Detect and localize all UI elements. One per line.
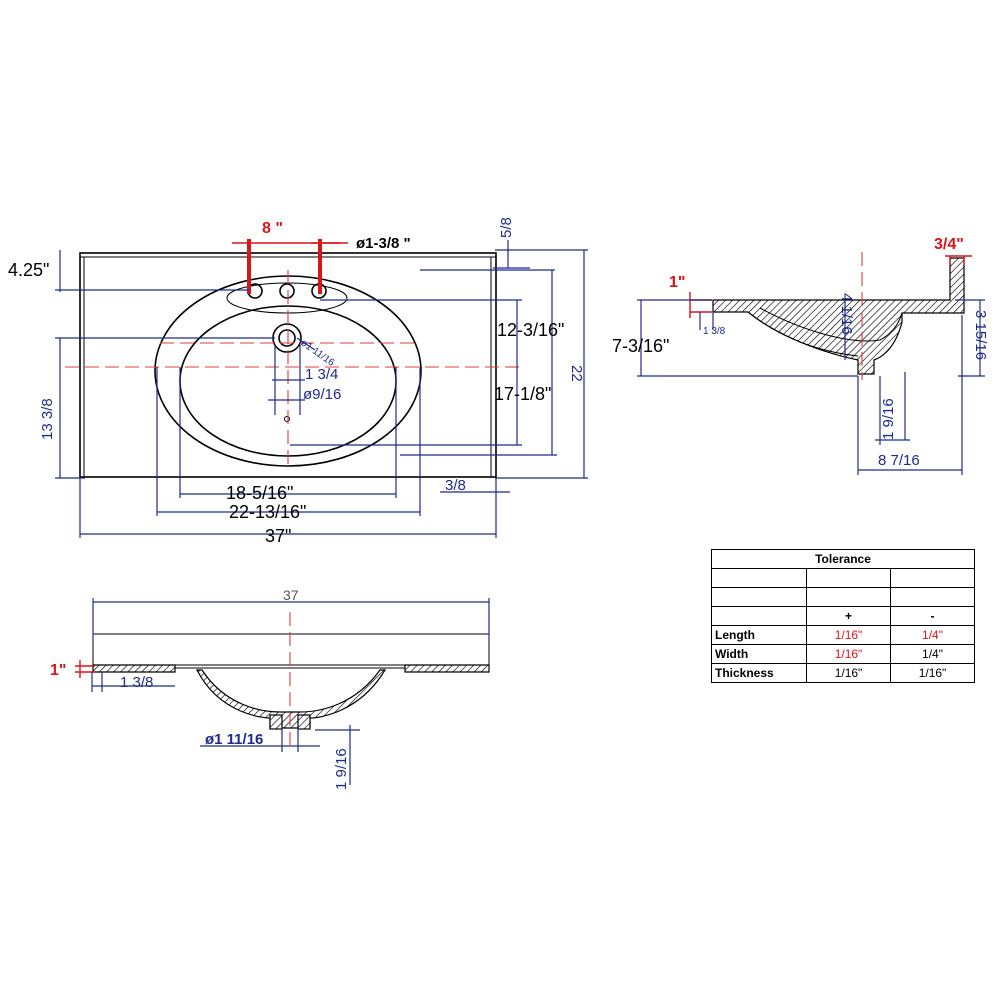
bowl-depth-label: 17-1/8" bbox=[494, 384, 551, 404]
tolerance-minus-header: - bbox=[890, 606, 975, 626]
front-thickness-label: 1" bbox=[50, 662, 66, 679]
side-bowl-depth-label: 4 1/16 bbox=[838, 293, 855, 335]
table-row: Thickness 1/16" 1/16" bbox=[711, 663, 975, 683]
front-top-slab bbox=[92, 633, 490, 666]
tolerance-plus-value: 1/16" bbox=[806, 625, 891, 645]
front-lip-label: 1 3/8 bbox=[120, 674, 153, 691]
table-row: Length 1/16" 1/4" bbox=[711, 625, 975, 645]
tolerance-minus-value: 1/4" bbox=[890, 625, 975, 645]
faucet-deck bbox=[226, 282, 348, 314]
side-drain-len-label: 1 9/16 bbox=[880, 398, 897, 440]
front-drain-len-label: 1 9/16 bbox=[333, 748, 350, 790]
overall-depth-label: 22 bbox=[568, 365, 585, 382]
backsplash-thickness-label: 3/4" bbox=[934, 236, 964, 253]
front-lip-left bbox=[92, 664, 176, 673]
overflow-dia-label: ø9/16 bbox=[303, 386, 341, 403]
tolerance-row-label: Thickness bbox=[711, 663, 807, 683]
front-view: 37 1" 1 3/8 ø1 11/16 1 9/16 bbox=[50, 587, 490, 790]
top-view: 8 " ø1-3/8 " 4.25" 5/8 12-3/16" 17-1/8" … bbox=[8, 217, 588, 546]
tolerance-plus-value: 1/16" bbox=[806, 663, 891, 683]
tolerance-minus-value: 1/4" bbox=[890, 644, 975, 664]
side-lip-label: 1 3/8 bbox=[703, 326, 726, 337]
drain-hole-outer bbox=[272, 323, 302, 353]
drain-dia-label: ø1 11/16 bbox=[298, 337, 336, 368]
drain-hole-inner bbox=[278, 329, 296, 347]
tolerance-minus-value: 1/16" bbox=[890, 663, 975, 683]
front-drain-dia-label: ø1 11/16 bbox=[205, 731, 263, 748]
left-depth-label: 13 3/8 bbox=[39, 398, 56, 440]
side-edge-label: 3/8 bbox=[445, 477, 466, 494]
front-lip-right bbox=[404, 664, 490, 673]
side-drain-width-label: 8 7/16 bbox=[878, 452, 920, 469]
tolerance-plus-value: 1/16" bbox=[806, 644, 891, 664]
bowl-width-label: 18-5/16" bbox=[226, 483, 293, 503]
backsplash-offset-label: 4.25" bbox=[8, 260, 49, 280]
overall-width-label: 37" bbox=[265, 526, 291, 546]
front-width-label: 37 bbox=[283, 587, 299, 603]
tolerance-table: Tolerance + - Length 1/16" 1/4" Width 1/… bbox=[711, 549, 975, 683]
tolerance-row-label: Length bbox=[711, 625, 807, 645]
bowl-outer-width-label: 22-13/16" bbox=[229, 502, 306, 522]
overflow-hole bbox=[284, 416, 290, 422]
drain-offset-label: 1 3/4 bbox=[305, 366, 338, 383]
tolerance-title: Tolerance bbox=[711, 549, 975, 569]
side-height-label: 7-3/16" bbox=[612, 336, 669, 356]
faucet-hole-dia-label: ø1-3/8 " bbox=[356, 235, 411, 252]
countertop-outline bbox=[79, 252, 497, 478]
faucet-hole-center bbox=[279, 283, 295, 299]
faucet-spread-label: 8 " bbox=[262, 220, 283, 237]
bowl-front-label: 12-3/16" bbox=[497, 320, 564, 340]
front-bowl-shell bbox=[196, 669, 387, 729]
backsplash-height-label: 3 15/16 bbox=[972, 310, 989, 360]
tolerance-row-label: Width bbox=[711, 644, 807, 664]
side-thickness-label: 1" bbox=[669, 274, 685, 291]
tolerance-plus-header: + bbox=[806, 606, 891, 626]
back-edge-label: 5/8 bbox=[498, 217, 515, 238]
side-view: 1" 1 3/8 7-3/16" 4 1/16 3/4" 3 15/16 1 9… bbox=[612, 236, 989, 475]
table-row: Width 1/16" 1/4" bbox=[711, 644, 975, 664]
